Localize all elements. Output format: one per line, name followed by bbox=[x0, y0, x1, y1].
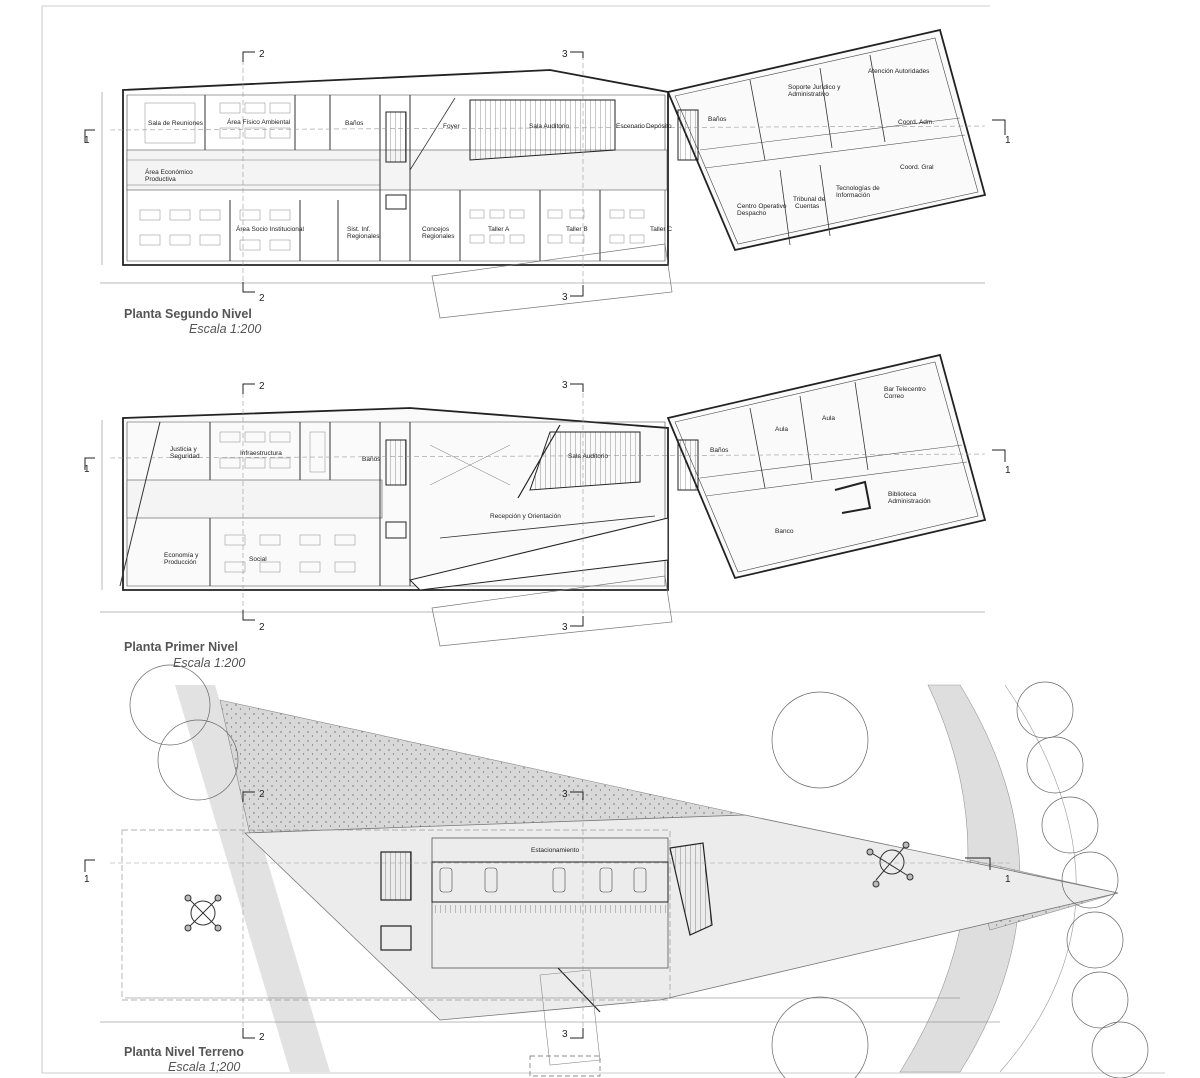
plan-title: Planta Primer Nivel bbox=[124, 640, 238, 654]
room-label: Área Físico Ambiental bbox=[227, 117, 291, 126]
room-label: Atención Autoridades bbox=[868, 68, 930, 75]
room-label: Tecnologías de bbox=[836, 185, 880, 192]
room-label: Cuentas bbox=[795, 203, 820, 210]
room-label: Concejos bbox=[422, 226, 450, 233]
room-label: Infraestructura bbox=[240, 450, 282, 457]
room-label: Escenario bbox=[616, 123, 645, 130]
plan-second-level: 2 2 3 3 1 1 Sala de Reuniones Área Físic… bbox=[84, 28, 1011, 336]
room-label: Recepción y Orientación bbox=[490, 513, 561, 520]
section-2-bottom-label: 2 bbox=[259, 622, 265, 633]
room-label: Justicia y bbox=[170, 446, 197, 453]
section-2-top-label: 2 bbox=[259, 49, 265, 60]
plan-title: Planta Segundo Nivel bbox=[124, 307, 252, 321]
room-label: Aula bbox=[775, 426, 788, 433]
room-label: Depósito bbox=[646, 123, 672, 130]
room-label: Bar Telecentro bbox=[884, 386, 926, 393]
section-1-right-label: 1 bbox=[1005, 465, 1011, 476]
room-label: Productiva bbox=[145, 176, 176, 183]
section-3-bottom-label: 3 bbox=[562, 622, 568, 633]
plan-first-level: 2 2 3 3 1 1 Justicia y Seguridad Infraes… bbox=[84, 353, 1011, 670]
plan-scale: Escala 1:200 bbox=[189, 322, 261, 336]
section-2-bottom-label: 2 bbox=[259, 1032, 265, 1043]
section-2-top-label: 2 bbox=[259, 381, 265, 392]
sheet-frame bbox=[41, 5, 1165, 1074]
room-label: Soporte Jurídico y bbox=[788, 84, 841, 91]
room-label: Taller B bbox=[566, 226, 588, 233]
room-label: Foyer bbox=[443, 123, 460, 130]
room-label: Despacho bbox=[737, 210, 767, 217]
room-label: Taller C bbox=[650, 226, 672, 233]
room-label: Seguridad bbox=[170, 453, 200, 460]
section-1-left-label: 1 bbox=[84, 464, 90, 475]
room-label: Baños bbox=[362, 456, 381, 463]
room-label: Coord. Adm. bbox=[898, 119, 934, 126]
room-label: Administración bbox=[888, 498, 931, 505]
section-1-right-label: 1 bbox=[1005, 135, 1011, 146]
section-3-top-label: 3 bbox=[562, 49, 568, 60]
room-label: Aula bbox=[822, 415, 835, 422]
plan-title: Planta Nivel Terreno bbox=[124, 1045, 244, 1059]
room-label: Biblioteca bbox=[888, 491, 917, 498]
room-label: Baños bbox=[708, 116, 727, 123]
section-1-left-label: 1 bbox=[84, 135, 90, 146]
section-3-bottom-label: 3 bbox=[562, 1029, 568, 1040]
room-label: Baños bbox=[345, 120, 364, 127]
room-label: Área Socio Institucional bbox=[236, 224, 304, 233]
section-3-top-label: 3 bbox=[562, 789, 568, 800]
room-label: Información bbox=[836, 192, 870, 199]
section-3-top-label: 3 bbox=[562, 380, 568, 391]
room-label: Administrativo bbox=[788, 91, 829, 98]
room-label: Sala de Reuniones bbox=[148, 120, 204, 127]
room-label: Regionales bbox=[347, 233, 380, 240]
room-label: Estacionamiento bbox=[531, 847, 579, 854]
room-label: Economía y bbox=[164, 552, 199, 559]
section-2-top-label: 2 bbox=[259, 789, 265, 800]
section-3-bottom-label: 3 bbox=[562, 292, 568, 303]
plan-scale: Escala 1;200 bbox=[168, 1060, 240, 1074]
room-label: Correo bbox=[884, 393, 904, 400]
room-label: Banco bbox=[775, 528, 794, 535]
section-1-right-label: 1 bbox=[1005, 874, 1011, 885]
room-label: Producción bbox=[164, 559, 197, 566]
room-label: Sist. Inf. bbox=[347, 226, 371, 233]
plan-ground-level: 2 2 3 3 1 1 Estacionamiento Planta Nivel… bbox=[84, 664, 1149, 1078]
plan-scale: Escala 1:200 bbox=[173, 656, 245, 670]
room-label: Tribunal de bbox=[793, 196, 826, 203]
room-label: Baños bbox=[710, 447, 729, 454]
room-label: Taller A bbox=[488, 226, 510, 233]
section-1-left-label: 1 bbox=[84, 874, 90, 885]
room-label: Regionales bbox=[422, 233, 455, 240]
room-label: Coord. Gral bbox=[900, 164, 934, 171]
section-2-bottom-label: 2 bbox=[259, 293, 265, 304]
room-label: Social bbox=[249, 556, 267, 563]
room-label: Área Económico bbox=[145, 167, 193, 176]
room-label: Sala Auditorio bbox=[568, 453, 608, 460]
room-label: Sala Auditorio bbox=[529, 123, 569, 130]
room-label: Centro Operativo bbox=[737, 203, 787, 210]
